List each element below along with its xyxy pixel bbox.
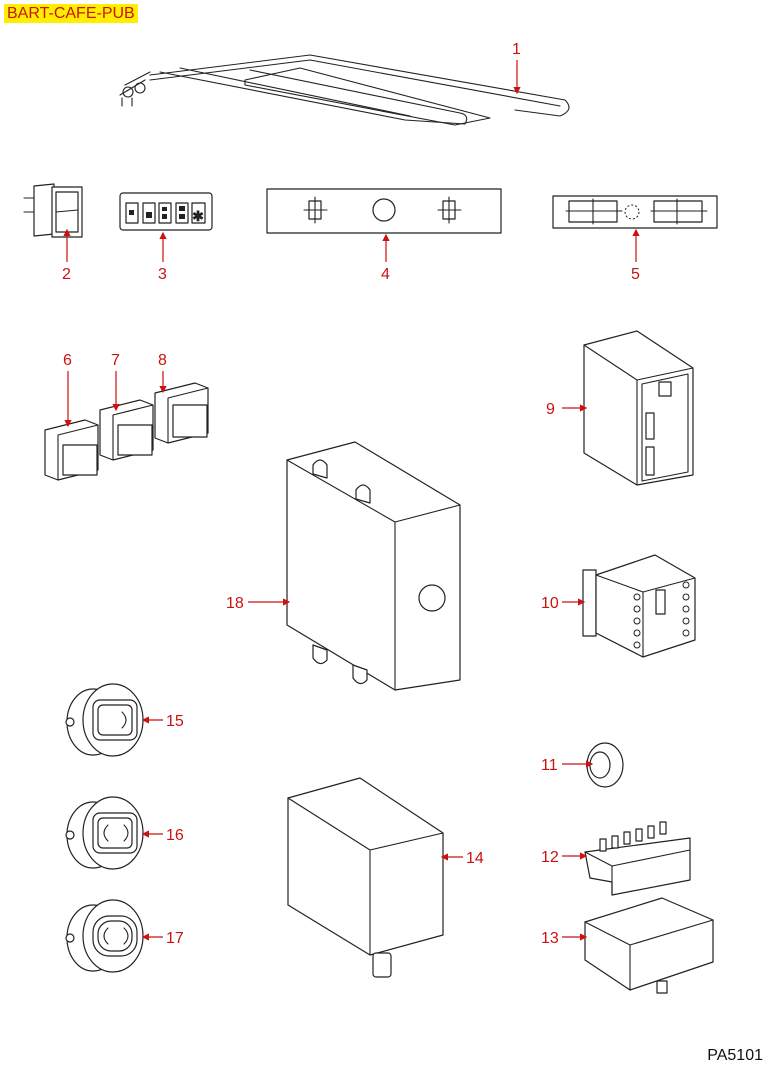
part-push-button-8[interactable] xyxy=(154,382,209,444)
part-heating-element[interactable] xyxy=(119,54,570,126)
callout-14: 14 xyxy=(440,850,484,867)
part-push-button-6[interactable] xyxy=(44,419,99,481)
part-keypad[interactable]: ✱ xyxy=(119,192,213,231)
callout-9: 9 xyxy=(546,401,588,418)
callout-16: 16 xyxy=(141,827,184,844)
callout-6: 6 xyxy=(63,352,72,428)
callout-label-4: 4 xyxy=(381,266,390,283)
part-panel-plate-double[interactable] xyxy=(552,195,718,229)
callout-label-7: 7 xyxy=(111,352,120,369)
callout-label-15: 15 xyxy=(166,713,184,730)
part-panel-plate-round[interactable] xyxy=(266,188,502,234)
callout-label-3: 3 xyxy=(158,266,167,283)
callout-1: 1 xyxy=(512,41,521,95)
part-rocker-switch[interactable] xyxy=(23,183,83,238)
callout-7: 7 xyxy=(111,352,120,412)
callout-label-10: 10 xyxy=(541,595,559,612)
part-relay[interactable] xyxy=(583,330,694,486)
callout-label-5: 5 xyxy=(631,266,640,283)
asterisk-icon: ✱ xyxy=(192,208,204,224)
brand-label: BART-CAFE-PUB xyxy=(4,4,138,23)
part-push-button-7[interactable] xyxy=(99,399,154,461)
part-pilot-lamp-16[interactable] xyxy=(65,796,144,870)
callout-label-16: 16 xyxy=(166,827,184,844)
callout-label-18: 18 xyxy=(226,595,244,612)
callout-label-12: 12 xyxy=(541,849,559,866)
callout-12: 12 xyxy=(541,849,588,866)
callout-label-6: 6 xyxy=(63,352,72,369)
callout-2: 2 xyxy=(62,228,71,283)
callout-label-2: 2 xyxy=(62,266,71,283)
callout-13: 13 xyxy=(541,930,588,947)
part-box-base[interactable] xyxy=(584,897,714,994)
part-terminal-block-cover[interactable] xyxy=(584,821,691,896)
callout-label-1: 1 xyxy=(512,41,521,58)
callout-8: 8 xyxy=(158,352,167,394)
callout-4: 4 xyxy=(381,233,390,283)
part-pilot-lamp-17[interactable] xyxy=(65,899,144,973)
callout-5: 5 xyxy=(631,228,640,283)
document-code: PA5101 xyxy=(707,1047,763,1064)
callout-11: 11 xyxy=(541,757,594,774)
callout-label-11: 11 xyxy=(541,757,558,774)
callout-label-8: 8 xyxy=(158,352,167,369)
callout-10: 10 xyxy=(541,595,586,612)
part-grommet[interactable] xyxy=(586,742,624,788)
part-control-box[interactable] xyxy=(286,441,461,691)
callout-17: 17 xyxy=(141,930,184,947)
callout-18: 18 xyxy=(226,595,291,612)
part-pilot-lamp-15[interactable] xyxy=(65,683,144,757)
callout-label-17: 17 xyxy=(166,930,184,947)
callout-label-14: 14 xyxy=(466,850,484,867)
callout-label-13: 13 xyxy=(541,930,559,947)
callout-15: 15 xyxy=(141,713,184,730)
callout-3: 3 xyxy=(158,231,167,283)
part-contactor[interactable] xyxy=(582,554,696,658)
part-capacitor-box[interactable] xyxy=(287,777,444,978)
callout-label-9: 9 xyxy=(546,401,555,418)
